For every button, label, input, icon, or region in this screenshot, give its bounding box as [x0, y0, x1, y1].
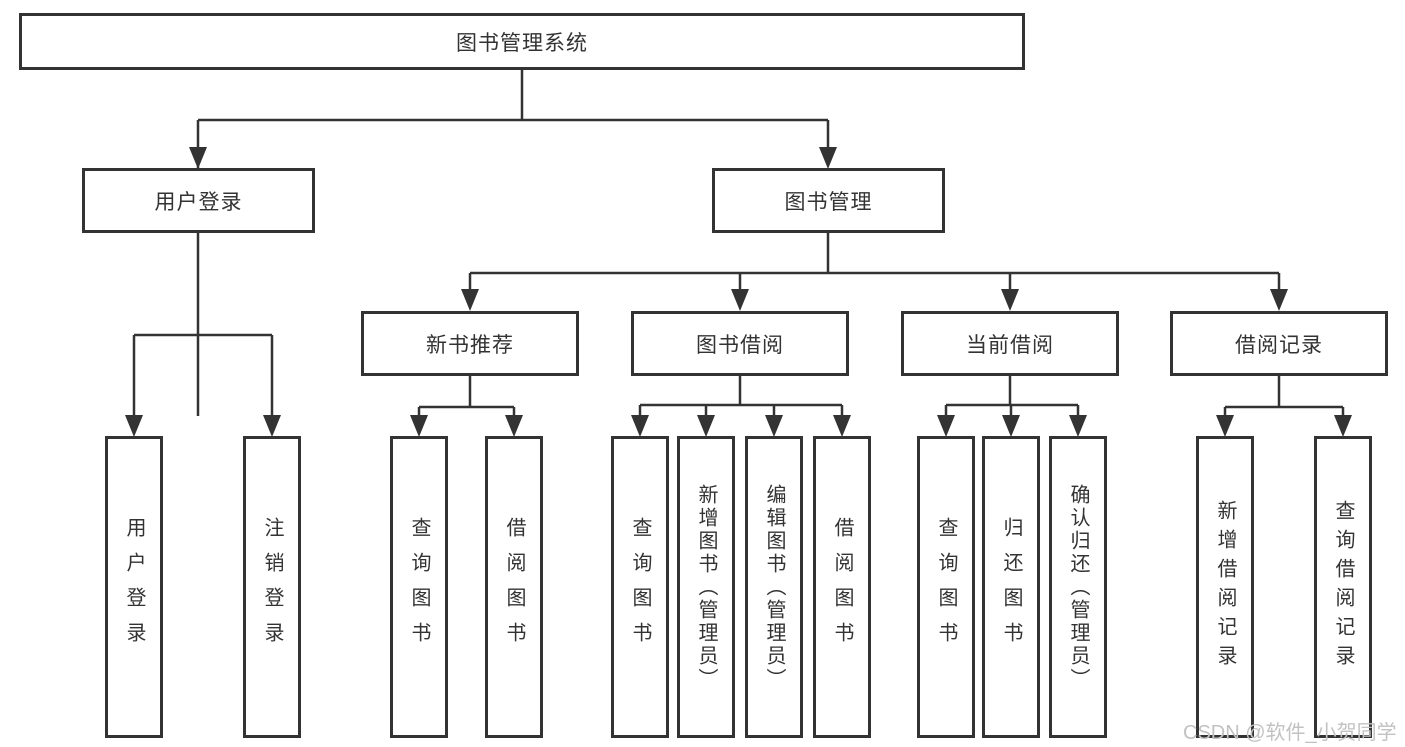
node-label: 借阅图书: [831, 517, 853, 657]
node-new-book-recommend: 新书推荐: [361, 311, 579, 376]
leaf-recommend-query-books: 查询图书: [390, 436, 448, 738]
leaf-borrowing-borrow-books: 借阅图书: [813, 436, 871, 738]
node-label: 借阅记录: [1235, 333, 1323, 357]
node-book-borrowing: 图书借阅: [631, 311, 849, 376]
node-label: 用户登录: [154, 190, 243, 214]
node-label: 用户登录: [123, 517, 145, 657]
node-label: 图书管理: [784, 190, 873, 214]
leaf-logout: 注销登录: [243, 436, 301, 738]
node-user-login-branch: 用户登录: [82, 168, 315, 233]
node-label: 查询借阅记录: [1332, 500, 1354, 674]
node-library-management-system: 图书管理系统: [19, 13, 1025, 70]
node-current-borrowing: 当前借阅: [901, 311, 1119, 376]
leaf-borrowing-query-books: 查询图书: [611, 436, 669, 738]
node-label: 借阅图书: [503, 517, 525, 657]
node-label: 新书推荐: [426, 333, 514, 357]
leaf-current-query-books: 查询图书: [917, 436, 975, 738]
node-label: 注销登录: [261, 517, 283, 657]
node-label: 编辑图书（管理员）: [763, 483, 785, 691]
node-label: 当前借阅: [966, 333, 1054, 357]
leaf-current-confirm-return-admin: 确认归还（管理员）: [1049, 436, 1107, 738]
node-label: 确认归还（管理员）: [1067, 483, 1089, 691]
leaf-records-add-record: 新增借阅记录: [1196, 436, 1254, 738]
node-book-management-branch: 图书管理: [712, 168, 945, 233]
leaf-recommend-borrow-books: 借阅图书: [485, 436, 543, 738]
node-label: 图书借阅: [696, 333, 784, 357]
watermark: CSDN @软件_小贺同学: [1183, 722, 1397, 744]
node-label: 查询图书: [935, 517, 957, 657]
leaf-records-query-record: 查询借阅记录: [1314, 436, 1372, 738]
node-label: 归还图书: [1000, 517, 1022, 657]
node-label: 查询图书: [629, 517, 651, 657]
node-label: 新增借阅记录: [1214, 500, 1236, 674]
leaf-user-login: 用户登录: [105, 436, 163, 738]
node-label: 查询图书: [408, 517, 430, 657]
leaf-borrowing-edit-books-admin: 编辑图书（管理员）: [745, 436, 803, 738]
node-label: 图书管理系统: [456, 31, 588, 55]
leaf-borrowing-add-books-admin: 新增图书（管理员）: [677, 436, 735, 738]
arrowheads: [125, 147, 1352, 437]
leaf-current-return-books: 归还图书: [982, 436, 1040, 738]
node-borrowing-records: 借阅记录: [1170, 311, 1388, 376]
node-label: 新增图书（管理员）: [695, 483, 717, 691]
